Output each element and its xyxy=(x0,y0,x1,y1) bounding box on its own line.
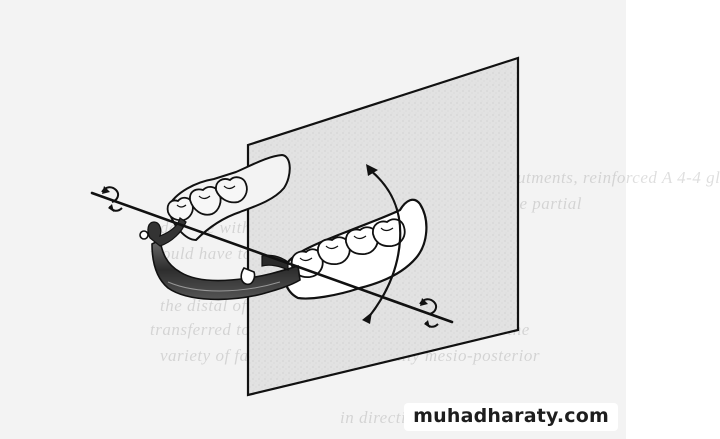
rotation-arrow xyxy=(367,169,402,319)
left-molar-tooth-2 xyxy=(215,176,248,204)
right-molar-tooth-1 xyxy=(317,236,351,265)
left-axis-end xyxy=(101,186,123,212)
rotation-arrowhead-bottom xyxy=(362,312,372,324)
watermark-text: muhadharaty.com xyxy=(413,405,609,427)
rest-seat-circle xyxy=(139,230,149,240)
watermark-badge: muhadharaty.com xyxy=(404,403,618,431)
major-connector-bar xyxy=(151,238,301,301)
right-molar-tooth-3 xyxy=(372,218,406,247)
axis-of-rotation-line xyxy=(90,191,454,324)
right-minor-connector xyxy=(240,267,256,286)
right-clasp xyxy=(261,254,289,271)
rotation-diagram xyxy=(90,56,520,397)
left-teeth xyxy=(166,176,248,222)
left-clasp xyxy=(147,217,187,247)
right-teeth xyxy=(290,218,406,279)
right-axis-end xyxy=(419,298,439,328)
rotation-arrowhead-top xyxy=(366,164,378,176)
left-premolar-tooth xyxy=(166,196,194,222)
